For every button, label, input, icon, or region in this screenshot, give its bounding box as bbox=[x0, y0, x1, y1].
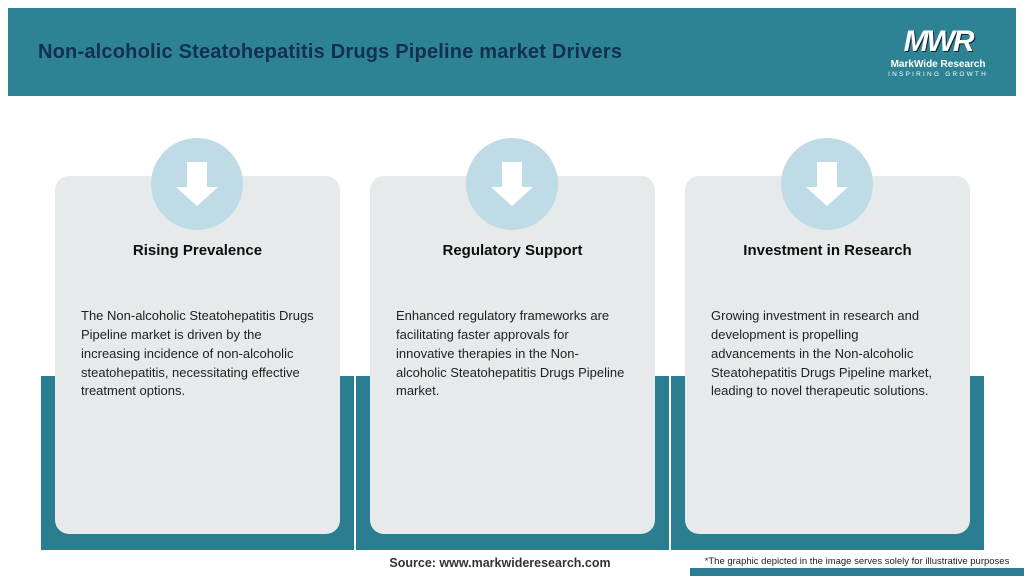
driver-card-regulatory-support: Regulatory Support Enhanced regulatory f… bbox=[370, 176, 655, 534]
source-text: Source: www.markwideresearch.com bbox=[389, 556, 611, 570]
card-title: Regulatory Support bbox=[442, 242, 583, 259]
down-arrow-icon bbox=[176, 162, 218, 206]
disclaimer-text: *The graphic depicted in the image serve… bbox=[704, 556, 1010, 567]
down-arrow-icon bbox=[806, 162, 848, 206]
down-arrow-icon bbox=[491, 162, 533, 206]
page-title: Non-alcoholic Steatohepatitis Drugs Pipe… bbox=[38, 40, 623, 63]
driver-card-investment-in-research: Investment in Research Growing investmen… bbox=[685, 176, 970, 534]
markwide-research-logo: MWR MarkWide Research Inspiring Growth bbox=[888, 27, 988, 79]
card-body: Growing investment in research and devel… bbox=[711, 308, 933, 399]
card-body: Enhanced regulatory frameworks are facil… bbox=[396, 308, 625, 399]
logo-name: MarkWide Research bbox=[890, 59, 986, 71]
header-bar: Non-alcoholic Steatohepatitis Drugs Pipe… bbox=[8, 8, 1016, 96]
arrow-circle bbox=[151, 138, 243, 230]
logo-acronym: MWR bbox=[903, 25, 975, 59]
arrow-circle bbox=[466, 138, 558, 230]
card-title: Investment in Research bbox=[743, 242, 912, 259]
card-title: Rising Prevalence bbox=[132, 242, 263, 259]
card-body: The Non-alcoholic Steatohepatitis Drugs … bbox=[81, 308, 314, 399]
driver-card-rising-prevalence: Rising Prevalence The Non-alcoholic Stea… bbox=[55, 176, 340, 534]
logo-tagline: Inspiring Growth bbox=[888, 71, 988, 79]
bottom-accent-bar bbox=[690, 568, 1024, 576]
arrow-circle bbox=[781, 138, 873, 230]
